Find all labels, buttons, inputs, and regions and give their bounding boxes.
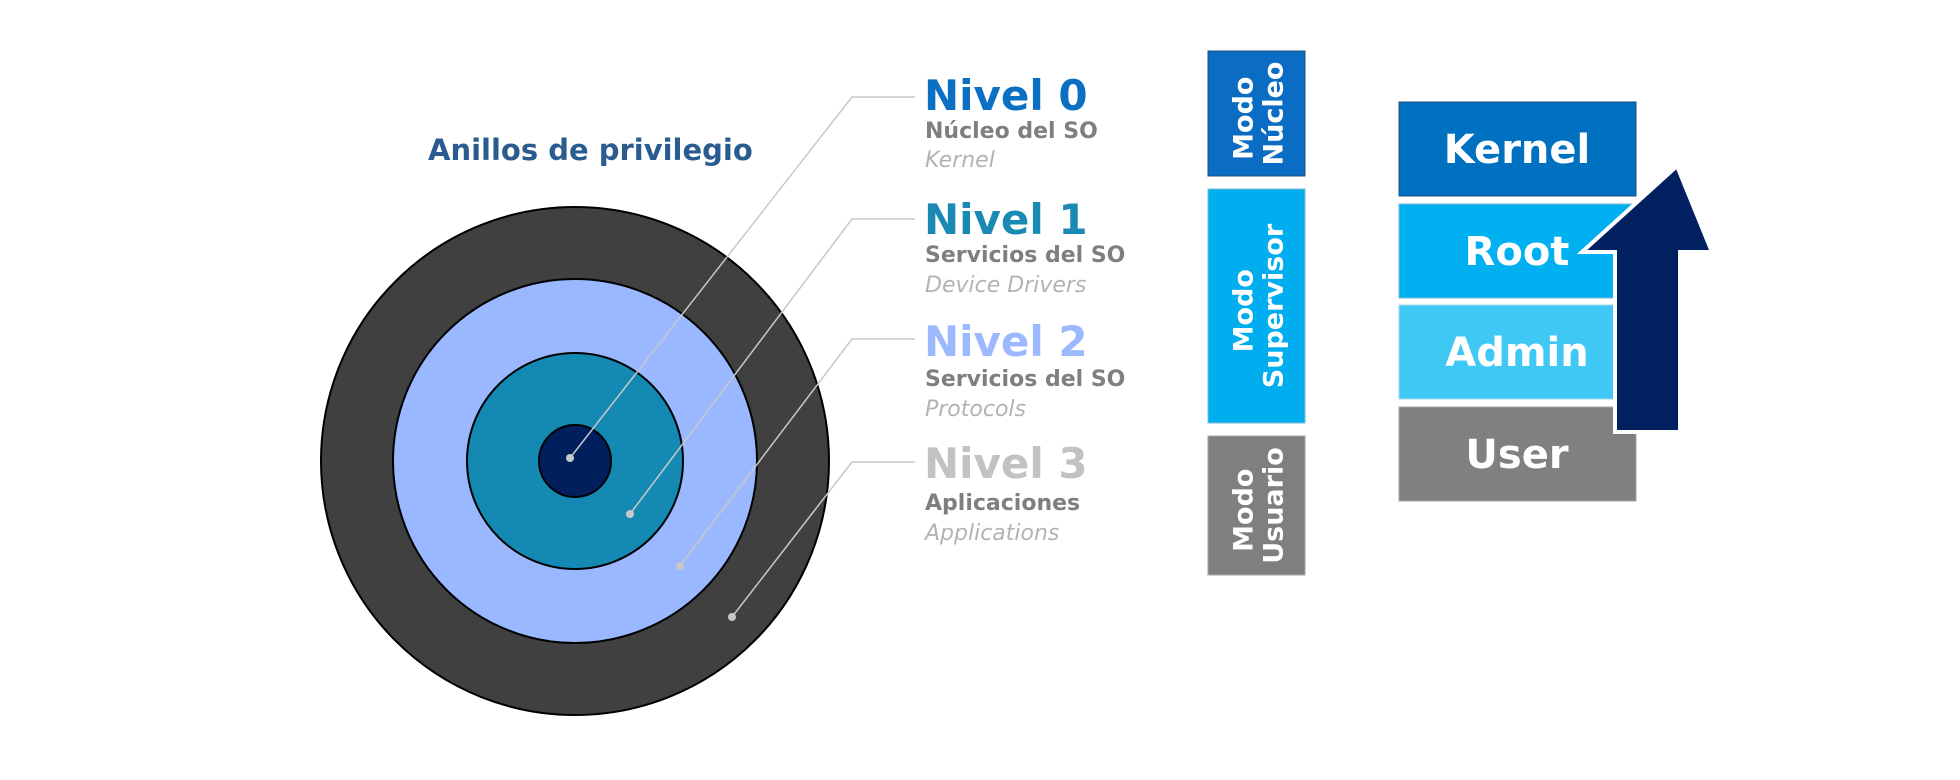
level-1-title: Nivel 1 [924,195,1088,244]
level-2-english: Protocols [925,397,1026,422]
leader-dots [566,454,736,621]
mode-user-line1: Modo [1229,469,1260,552]
stack-admin-label: Admin [1445,330,1588,376]
mode-supervisor-box: Modo Supervisor [1207,188,1306,424]
mode-kernel-line1: Modo [1229,77,1260,160]
stack-kernel-rect [1398,101,1637,197]
level-0-english: Kernel [925,148,995,173]
stack-root-label: Root [1465,229,1570,275]
level-2-title: Nivel 2 [924,317,1088,366]
mode-supervisor-line1: Modo [1229,269,1260,352]
level-1-english: Device Drivers [925,273,1086,298]
stack-kernel-label: Kernel [1444,127,1590,173]
mode-user-line2: Usuario [1259,447,1290,564]
leader-dot-level-1 [626,510,634,518]
leader-line-level-2 [679,338,915,567]
mode-user-rect [1207,435,1306,576]
privilege-arrow-icon [1576,162,1715,434]
level-1-label: Nivel 1 Servicios del SO Device Drivers [924,195,1125,298]
privilege-stack: Kernel Root Admin User [1398,101,1637,502]
level-3-label: Nivel 3 Aplicaciones Applications [923,439,1088,546]
rings [320,206,830,716]
level-3-english: Applications [923,521,1059,546]
level-0-label: Nivel 0 Núcleo del SO Kernel [924,71,1098,173]
level-1-subtitle: Servicios del SO [925,243,1125,268]
diagram-title: Anillos de privilegio [428,133,753,167]
level-3-subtitle: Aplicaciones [925,491,1080,516]
level-2-subtitle: Servicios del SO [925,367,1125,392]
leader-dot-level-3 [728,613,736,621]
mode-supervisor-line2: Supervisor [1259,223,1290,388]
leader-line-level-3 [731,461,915,618]
mode-kernel-rect [1207,50,1306,177]
mode-kernel-line2: Núcleo [1259,62,1290,166]
mode-user-label: Modo Usuario [1229,447,1290,564]
level-2-label: Nivel 2 Servicios del SO Protocols [924,317,1125,422]
leader-dot-level-2 [676,562,684,570]
level-0-title: Nivel 0 [924,71,1088,120]
stack-admin-rect [1398,304,1637,400]
mode-supervisor-label: Modo Supervisor [1229,223,1290,388]
mode-kernel-box: Modo Núcleo [1207,50,1306,177]
leader-dot-level-0 [566,454,574,462]
ring-level-0 [538,424,612,498]
level-3-title: Nivel 3 [924,439,1088,488]
stack-user-rect [1398,406,1637,502]
mode-supervisor-rect [1207,188,1306,424]
leader-line-level-0 [569,96,915,459]
leader-lines [569,96,915,618]
level-0-subtitle: Núcleo del SO [925,119,1098,144]
mode-kernel-label: Modo Núcleo [1229,62,1290,166]
mode-user-box: Modo Usuario [1207,435,1306,576]
leader-line-level-1 [629,218,915,515]
stack-user-label: User [1465,432,1568,478]
